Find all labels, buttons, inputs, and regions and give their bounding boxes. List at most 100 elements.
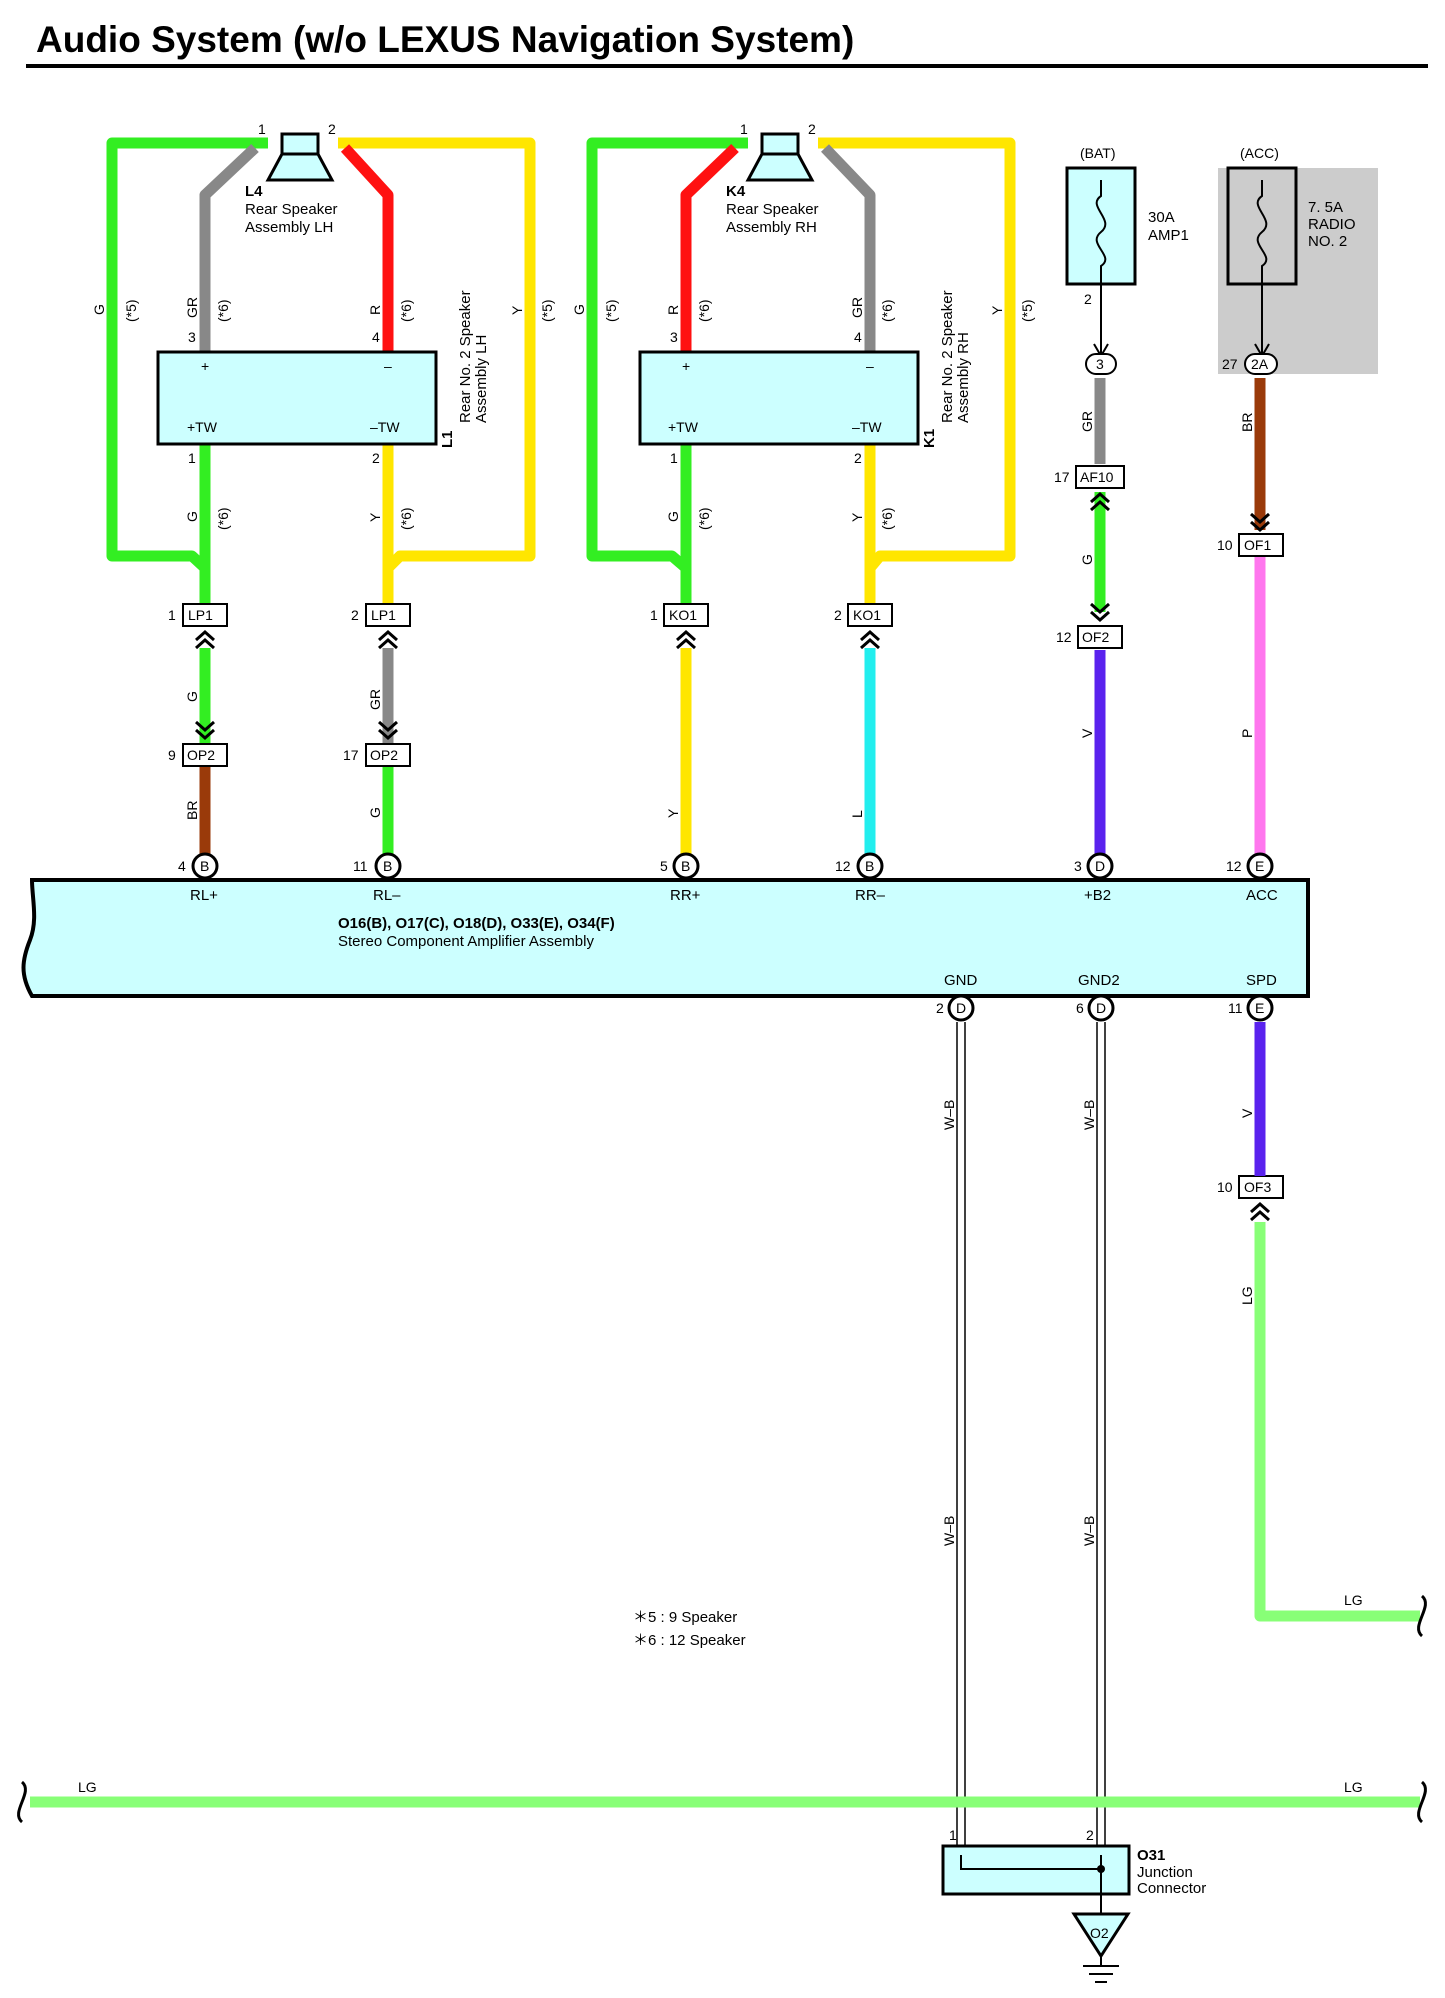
label-bat-v: V	[1079, 728, 1095, 738]
label-lh-g-low: G	[184, 691, 200, 702]
connector-op2-a-pin: 9	[168, 747, 176, 763]
rh-tweeter-code: K1	[921, 429, 938, 448]
lh-wires	[106, 137, 536, 857]
amp-pin-rr-minus	[856, 852, 884, 880]
amp-pin-gnd-label: GND	[944, 972, 978, 989]
amp-pin-acc-label: ACC	[1246, 887, 1278, 904]
connector-op2-b-name: OP2	[370, 747, 398, 763]
label-gnd-wb-1: W–B	[941, 1100, 957, 1130]
label-gnd2-wb-1: W–B	[1081, 1100, 1097, 1130]
amp-pin-rl-minus-conn: B	[383, 858, 392, 874]
lh-tweeter-minus: –	[384, 358, 392, 374]
label-lh-y-mid-mark: (*6)	[398, 507, 414, 530]
rh-tweeter-label: K1 Rear No. 2 Speaker Assembly RH	[921, 290, 972, 448]
label-lh-r-top: R	[367, 305, 383, 315]
amp-pin-b2-label: +B2	[1084, 887, 1111, 904]
connector-lp1-b-pin: 2	[351, 607, 359, 623]
lh-speaker-pin2: 2	[328, 121, 336, 137]
lh-tweeter-line2: Assembly LH	[473, 335, 490, 423]
label-lg-right-top: LG	[1344, 1592, 1363, 1608]
rh-tweeter-tw-minus: –TW	[852, 419, 882, 435]
chevron-up-icon	[1250, 1201, 1270, 1222]
label-acc-p: P	[1239, 729, 1255, 738]
lh-tweeter-plus: +	[201, 358, 209, 374]
rh-tweeter-pin2: 2	[854, 450, 862, 466]
amp-pin-rr-plus-conn: B	[681, 858, 690, 874]
rh-tweeter-tw-plus: +TW	[668, 419, 699, 435]
connector-lp1-a	[182, 603, 228, 627]
rh-speaker-pin1: 1	[740, 121, 748, 137]
label-rh-y-bot: Y	[665, 808, 681, 818]
connector-op2-b	[365, 743, 411, 767]
spd-wires	[30, 1022, 1420, 1808]
amplifier-box	[21, 878, 1310, 998]
chevron-up-icon	[195, 629, 215, 650]
diagram-title: Audio System (w/o LEXUS Navigation Syste…	[36, 19, 854, 60]
lh-tweeter-pin1: 1	[188, 450, 196, 466]
amp-pin-acc-conn: E	[1255, 858, 1264, 874]
junction-pin2: 2	[1086, 1827, 1094, 1843]
acc-fuse-pin: 27	[1222, 356, 1238, 372]
label-lh-br: BR	[184, 801, 200, 820]
amp-pin-b2-num: 3	[1074, 858, 1082, 874]
wire-break-icon	[17, 1780, 27, 1824]
label-lg-right: LG	[1344, 1779, 1363, 1795]
label-rh-r-top: R	[665, 305, 681, 315]
connector-of1-pin: 10	[1217, 537, 1233, 553]
label-lh-gr-top-mark: (*6)	[215, 299, 231, 322]
connector-af10-name: AF10	[1080, 469, 1114, 485]
label-acc-br: BR	[1239, 413, 1255, 432]
acc-junction-pin: 2A	[1251, 356, 1269, 372]
amp-pin-rr-minus-conn: B	[865, 858, 874, 874]
rh-speaker-line2: Assembly RH	[726, 219, 817, 236]
lh-tweeter-tw-minus: –TW	[370, 419, 400, 435]
connector-of2-name: OF2	[1082, 629, 1109, 645]
label-rh-gr-top: GR	[849, 297, 865, 318]
chevron-up-icon	[378, 629, 398, 650]
lh-speaker-code: L4	[245, 183, 263, 200]
label-rh-g-mid: G	[665, 511, 681, 522]
label-spd-lg: LG	[1239, 1286, 1255, 1305]
label-rh-y-outer: Y	[989, 305, 1005, 315]
amplifier-codes: O16(B), O17(C), O18(D), O33(E), O34(F)	[338, 915, 615, 932]
junction-node-icon	[1097, 1865, 1105, 1873]
lh-tweeter-pin4: 4	[372, 329, 380, 345]
connector-af10-pin: 17	[1054, 469, 1070, 485]
amp-pin-rr-minus-num: 12	[835, 858, 851, 874]
connector-lp1-b-name: LP1	[371, 607, 396, 623]
chevron-down-icon	[1250, 512, 1270, 533]
rh-tweeter-pin4: 4	[854, 329, 862, 345]
amp-pin-rl-plus	[191, 852, 219, 880]
lh-speaker-icon	[265, 132, 335, 182]
amp-pin-gnd-conn: D	[956, 1000, 966, 1016]
ground-code: O2	[1090, 1925, 1109, 1941]
rh-wires	[586, 137, 1016, 857]
amp-pin-rl-minus-num: 11	[353, 858, 368, 874]
chevron-down-icon	[1090, 602, 1110, 623]
label-lh-g-outer-mark: (*5)	[123, 299, 139, 322]
connector-lp1-a-name: LP1	[188, 607, 213, 623]
label-gnd-wb-2: W–B	[941, 1516, 957, 1546]
label-gnd2-wb-2: W–B	[1081, 1516, 1097, 1546]
label-lh-gr-low: GR	[367, 689, 383, 710]
wire-rh-r-top	[680, 144, 739, 352]
label-spd-v: V	[1239, 1108, 1255, 1118]
ground-wires	[956, 1022, 1106, 1855]
inline-connectors: LP1 1 LP1 2 KO1 1 KO1 2 OP2 9 OP2 17 AF1…	[168, 465, 1284, 1199]
bat-fuse-name: AMP1	[1148, 227, 1189, 244]
label-rh-g-outer: G	[571, 304, 587, 315]
ground-bars-icon	[1083, 1956, 1119, 1983]
bat-junction-pin: 3	[1096, 356, 1104, 372]
note-5: ＊5 : 9 Speaker	[633, 1609, 737, 1626]
amp-pin-rr-plus-num: 5	[660, 858, 668, 874]
label-lh-g-outer: G	[91, 304, 107, 315]
wire-spd-lg	[1254, 1222, 1420, 1622]
lh-tweeter-line1: Rear No. 2 Speaker	[457, 290, 474, 423]
connector-lp1-a-pin: 1	[168, 607, 176, 623]
rh-speaker-icon	[745, 132, 815, 182]
chevron-up-icon	[676, 629, 696, 650]
junction-internal-wire	[960, 1855, 1102, 1894]
label-lh-gr-top: GR	[184, 297, 200, 318]
rh-tweeter-box	[638, 350, 920, 446]
